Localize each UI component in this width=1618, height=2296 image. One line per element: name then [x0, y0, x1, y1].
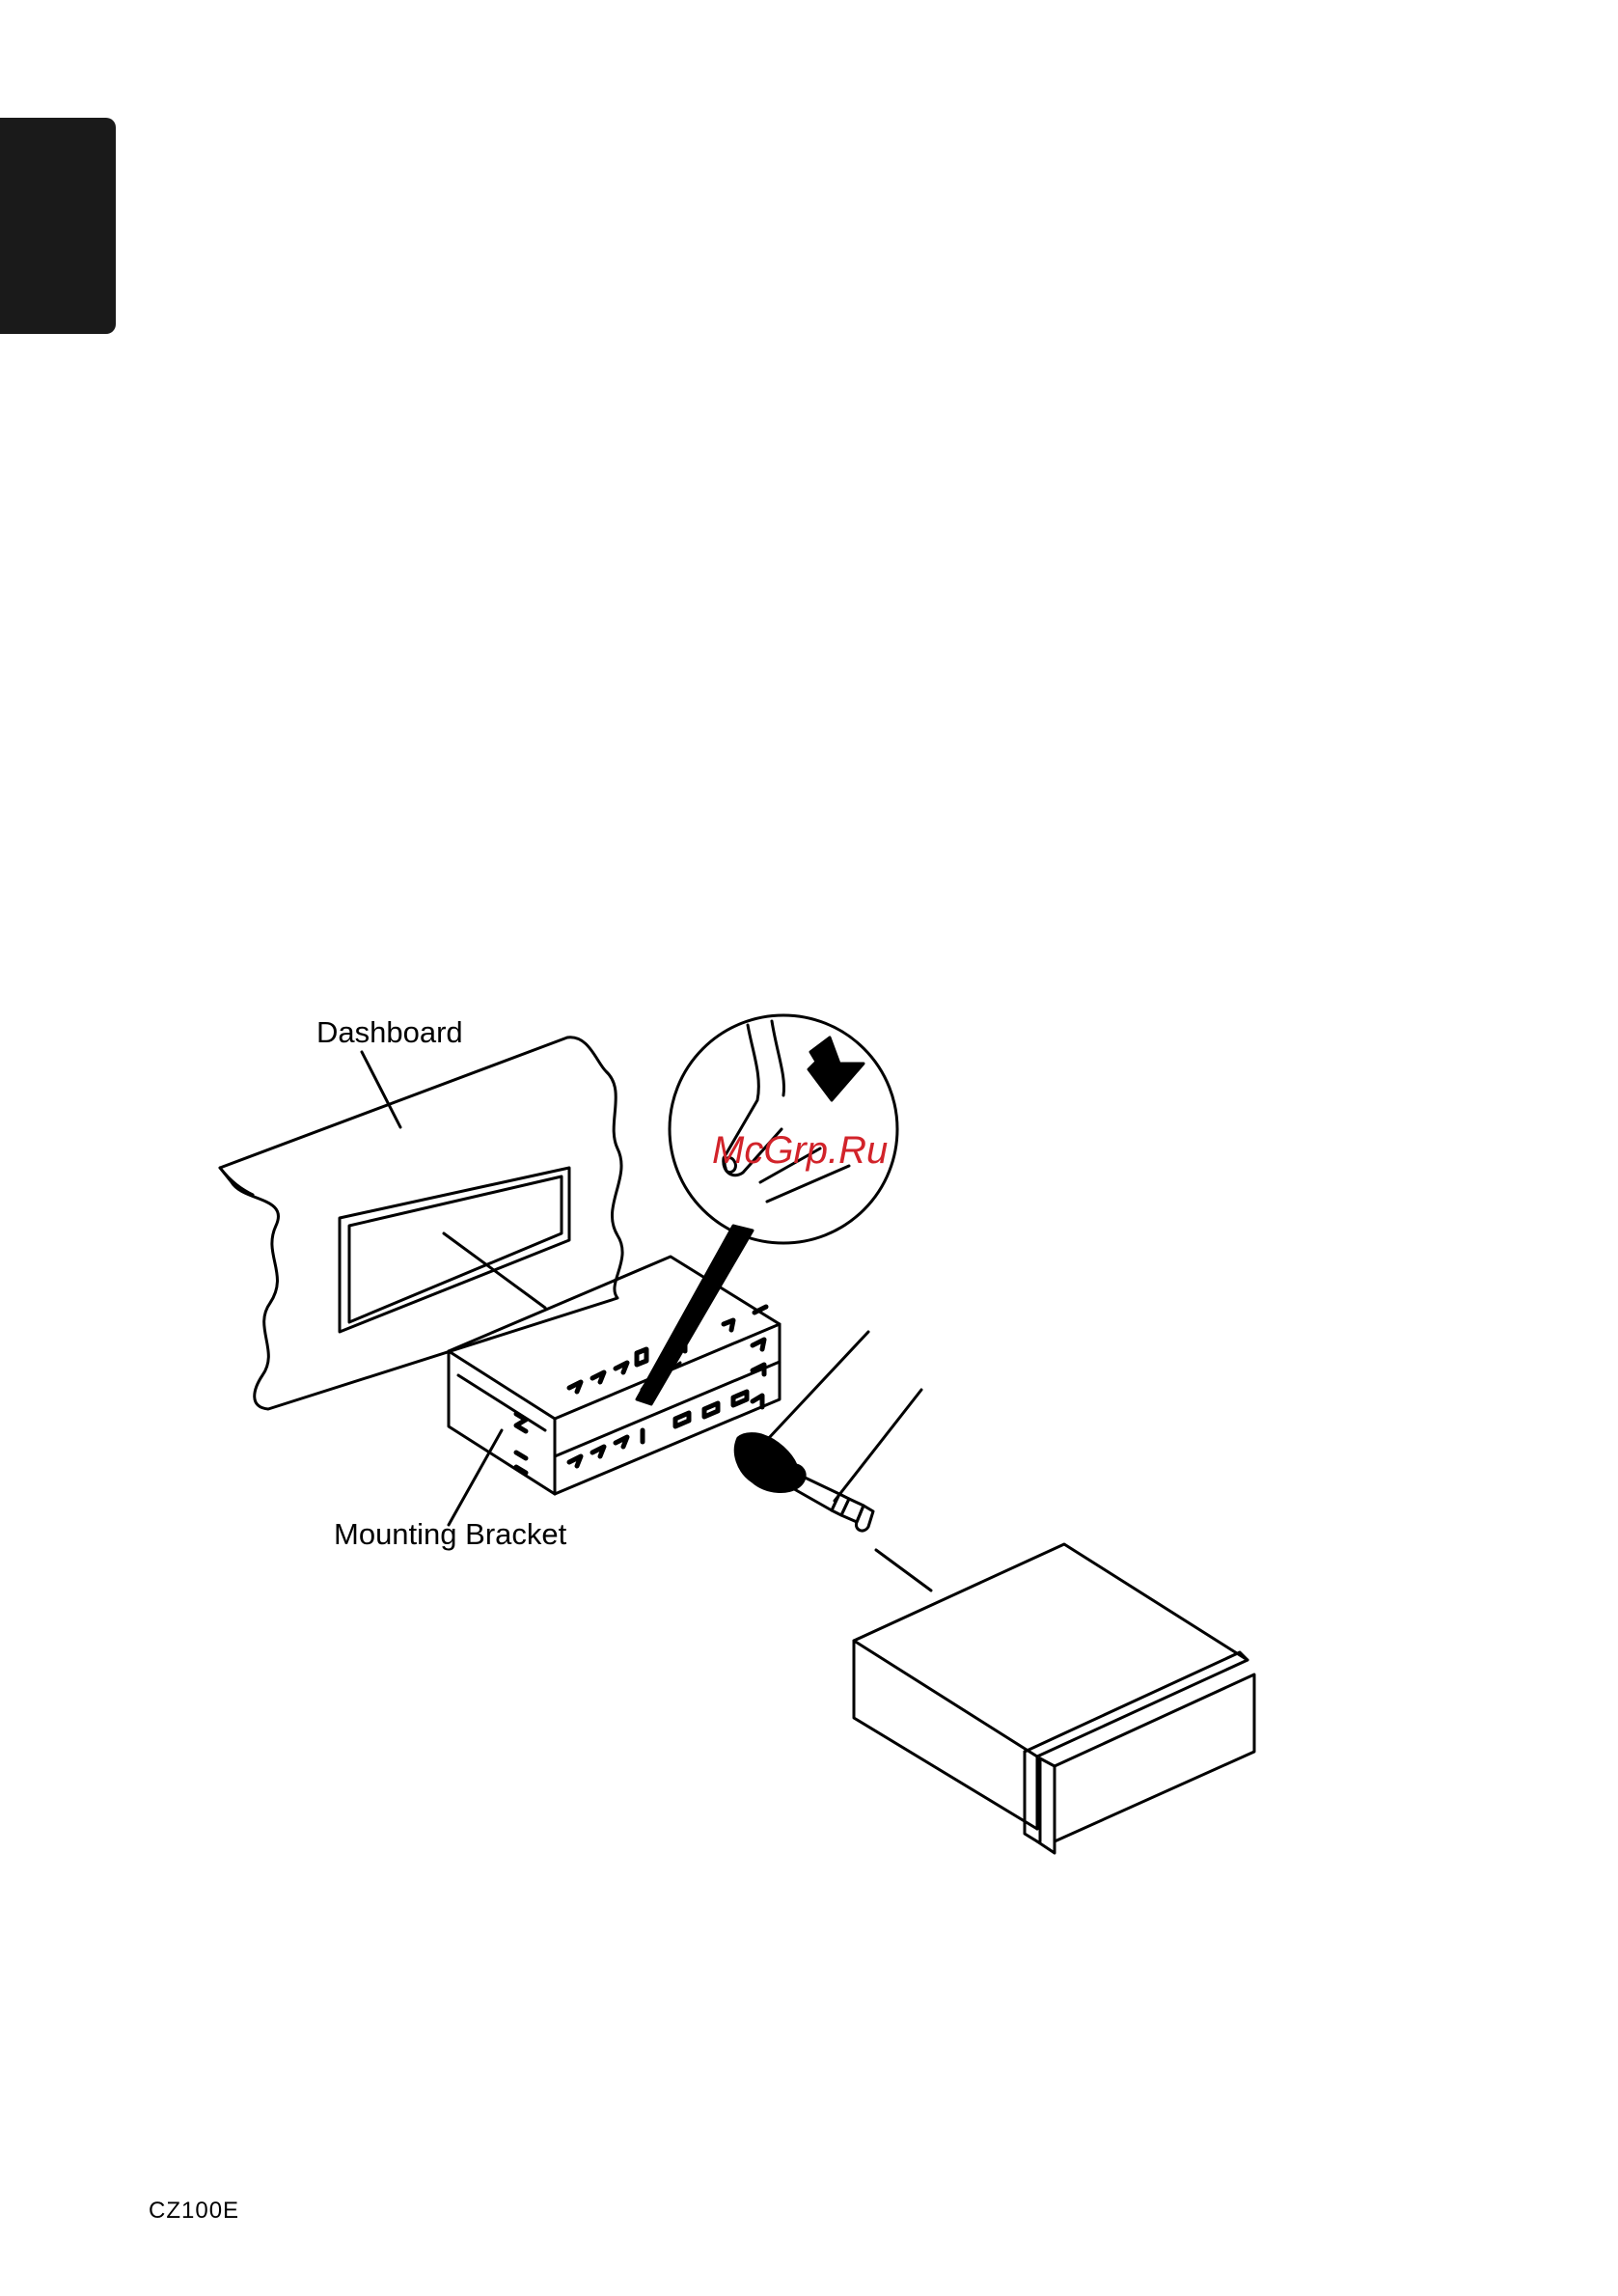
- dashboard-panel: [220, 1037, 622, 1409]
- head-unit: [854, 1544, 1254, 1853]
- rubber-bush: [735, 1332, 868, 1491]
- dashboard-label: Dashboard: [316, 1015, 463, 1050]
- mounting-bracket-label: Mounting Bracket: [334, 1517, 566, 1552]
- model-code: CZ100E: [149, 2198, 239, 2225]
- watermark-text: McGrp.Ru: [712, 1129, 888, 1173]
- hexagonal-bolt: [789, 1390, 931, 1591]
- mounting-bracket: [449, 1226, 780, 1525]
